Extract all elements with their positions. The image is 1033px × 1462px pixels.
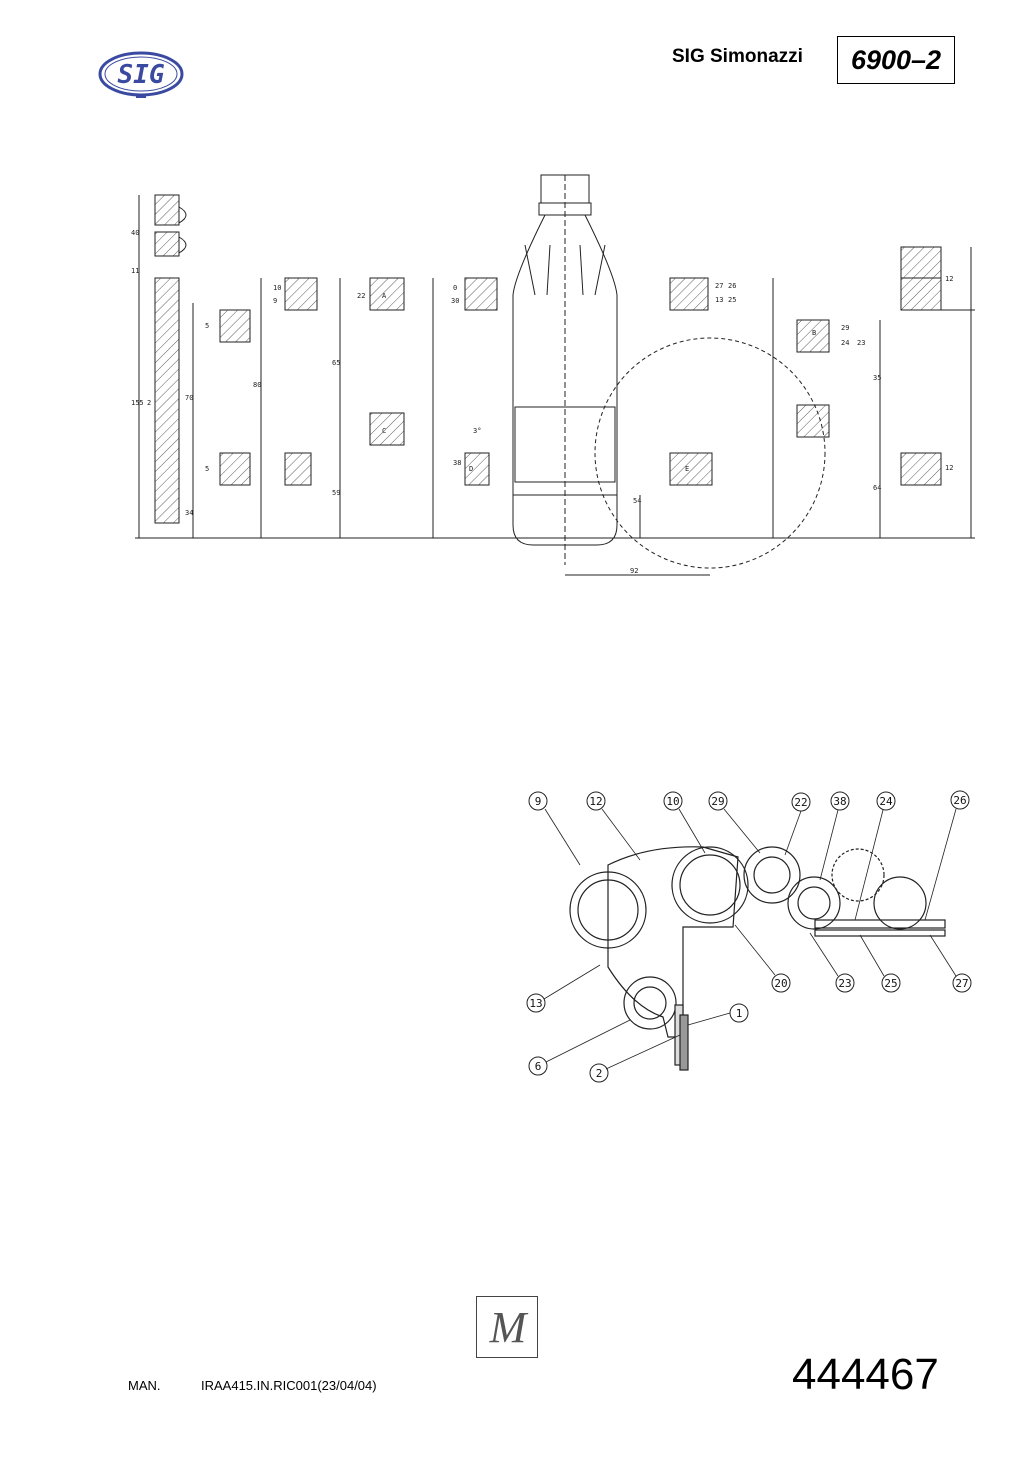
dim-label-70: 70 bbox=[185, 394, 193, 402]
dim-label-29: 29 bbox=[841, 324, 849, 332]
assembly-diagram: 9 12 10 29 22 38 24 26 20 23 25 27 13 6 … bbox=[520, 785, 980, 1085]
dim-label-10: 10 bbox=[273, 284, 281, 292]
footer-man-label: MAN. bbox=[128, 1378, 161, 1393]
dim-label-34: 34 bbox=[185, 509, 193, 517]
callout-2: 2 bbox=[596, 1067, 603, 1080]
dim-label-35: 35 bbox=[873, 374, 881, 382]
footer-reference: IRAA415.IN.RIC001(23/04/04) bbox=[201, 1378, 377, 1393]
callout-24: 24 bbox=[879, 795, 893, 808]
page-number: 444467 bbox=[792, 1350, 939, 1399]
callout-27: 27 bbox=[955, 977, 968, 990]
company-name: SIG Simonazzi bbox=[672, 46, 803, 67]
callout-23: 23 bbox=[838, 977, 851, 990]
dim-label-2: 2 bbox=[147, 399, 151, 407]
dim-label-155: 155 bbox=[131, 399, 144, 407]
dim-label-54: 54 bbox=[633, 497, 641, 505]
dim-label-27: 27 bbox=[715, 282, 723, 290]
dim-label-a: A bbox=[382, 292, 387, 300]
dim-label-40: 40 bbox=[131, 229, 139, 237]
dim-label-24: 24 bbox=[841, 339, 849, 347]
dim-label-80: 80 bbox=[253, 381, 261, 389]
callout-20: 20 bbox=[774, 977, 787, 990]
callout-1: 1 bbox=[736, 1007, 743, 1020]
callout-10: 10 bbox=[666, 795, 679, 808]
dim-label-22: 22 bbox=[357, 292, 365, 300]
angle-label: 3° bbox=[473, 427, 481, 435]
dim-label-25: 25 bbox=[728, 296, 736, 304]
stamp-mark: M bbox=[476, 1296, 538, 1358]
dim-label-64: 64 bbox=[873, 484, 881, 492]
dim-label-c: C bbox=[382, 427, 386, 435]
dim-label-11: 11 bbox=[131, 267, 139, 275]
dim-label-13: 13 bbox=[715, 296, 723, 304]
bottle-format-drawing: 40 11 155 2 5 5 70 34 10 9 80 22 A 65 C … bbox=[125, 165, 985, 585]
callout-25: 25 bbox=[884, 977, 897, 990]
dim-label-5a: 5 bbox=[205, 322, 209, 330]
callout-38: 38 bbox=[833, 795, 846, 808]
dim-label-b: B bbox=[812, 329, 816, 337]
callout-9: 9 bbox=[535, 795, 542, 808]
dim-label-23: 23 bbox=[857, 339, 865, 347]
dim-label-12b: 12 bbox=[945, 464, 953, 472]
document-code: 6900–2 bbox=[837, 36, 955, 84]
callout-12: 12 bbox=[589, 795, 602, 808]
dim-label-e: E bbox=[685, 465, 689, 473]
callout-6: 6 bbox=[535, 1060, 542, 1073]
dim-label-59: 59 bbox=[332, 489, 340, 497]
dim-label-12a: 12 bbox=[945, 275, 953, 283]
sig-logo: SIG bbox=[96, 50, 186, 100]
svg-text:SIG: SIG bbox=[118, 60, 165, 90]
dim-label-9: 9 bbox=[273, 297, 277, 305]
callout-13: 13 bbox=[529, 997, 542, 1010]
dim-label-26: 26 bbox=[728, 282, 736, 290]
callout-22: 22 bbox=[794, 796, 807, 809]
dim-label-92: 92 bbox=[630, 567, 638, 575]
dim-label-30: 30 bbox=[451, 297, 459, 305]
dim-label-0: 0 bbox=[453, 284, 457, 292]
callout-26: 26 bbox=[953, 794, 966, 807]
dim-label-d: D bbox=[469, 465, 473, 473]
dim-label-5b: 5 bbox=[205, 465, 209, 473]
callout-29: 29 bbox=[711, 795, 724, 808]
dim-label-38: 38 bbox=[453, 459, 461, 467]
dim-label-65: 65 bbox=[332, 359, 340, 367]
